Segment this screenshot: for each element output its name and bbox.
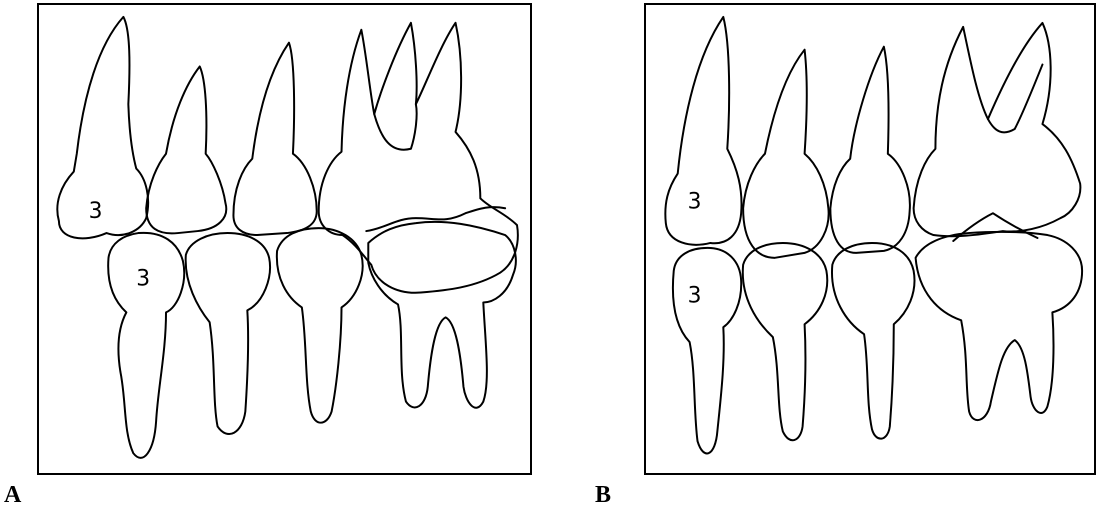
panel-b-lower-canine-number: 3 — [688, 283, 702, 308]
panel-b-occlusion-diagram: 3 3 — [644, 3, 1096, 475]
upper-first-premolar — [146, 66, 226, 233]
upper-molar-root-detail — [374, 104, 416, 150]
lower-molar — [916, 232, 1083, 420]
lower-second-premolar — [277, 228, 363, 423]
lower-molar-cusp-detail — [953, 213, 1037, 241]
panel-a-occlusion-diagram: 3 3 — [37, 3, 532, 475]
lower-canine — [673, 248, 741, 454]
panel-a-lower-canine-number: 3 — [136, 267, 150, 292]
panel-a-upper-canine-number: 3 — [89, 199, 103, 224]
upper-canine — [57, 17, 148, 238]
upper-canine — [665, 17, 741, 245]
panel-b-teeth-drawing: 3 3 — [646, 5, 1094, 473]
lower-first-premolar — [186, 233, 270, 434]
upper-first-premolar — [743, 50, 828, 258]
upper-second-premolar — [830, 47, 910, 253]
lower-molar — [368, 222, 516, 408]
lower-first-premolar — [743, 243, 827, 440]
panel-b-upper-canine-number: 3 — [688, 189, 702, 214]
panel-b-label: B — [595, 482, 611, 509]
upper-second-premolar — [233, 43, 316, 235]
upper-molar — [319, 23, 518, 293]
lower-second-premolar — [832, 243, 914, 439]
upper-molar-occlusal-line — [366, 207, 505, 231]
panel-a-teeth-drawing: 3 3 — [39, 5, 530, 473]
panel-a-label: A — [4, 482, 21, 509]
